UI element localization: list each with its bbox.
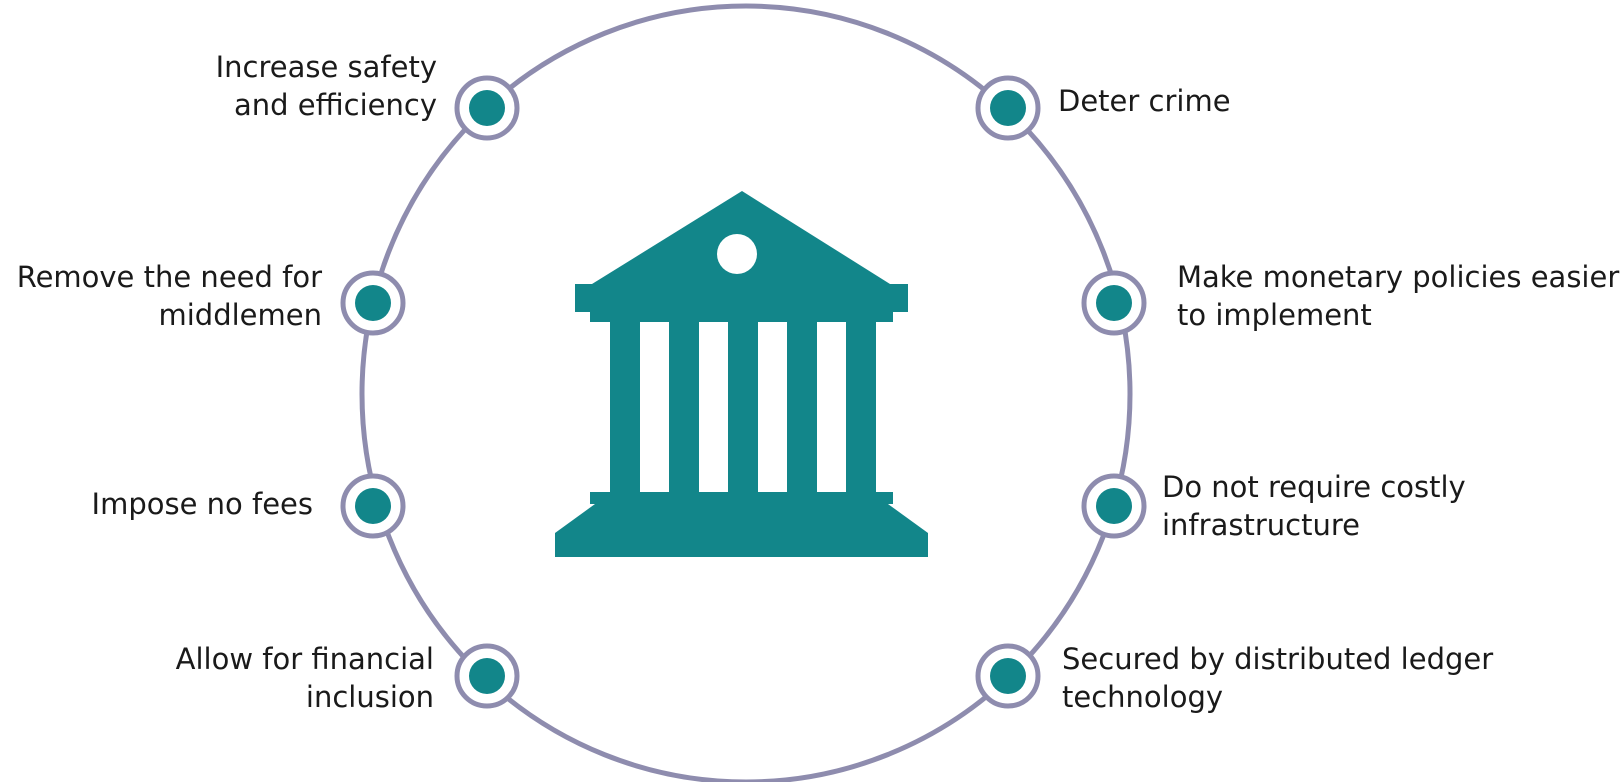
label-increase-safety: Increase safety and efficiency <box>216 48 437 124</box>
marker-monetary-policies <box>1081 270 1147 336</box>
outer-ring <box>359 3 1133 782</box>
label-line: Remove the need for <box>16 260 322 294</box>
label-distributed-ledger: Secured by distributed ledger technology <box>1062 640 1493 716</box>
marker-financial-inclusion <box>454 643 520 709</box>
marker-distributed-ledger <box>975 643 1041 709</box>
bank-building-icon <box>555 191 928 557</box>
label-line: Do not require costly <box>1162 470 1466 504</box>
marker-costly-infrastructure <box>1081 473 1147 539</box>
label-impose-no-fees: Impose no fees <box>92 485 313 523</box>
label-deter-crime: Deter crime <box>1058 82 1231 120</box>
label-line: Impose no fees <box>91 487 313 521</box>
marker-impose-no-fees <box>340 473 406 539</box>
label-line: Secured by distributed ledger <box>1062 642 1494 676</box>
label-line: Make monetary policies easier <box>1177 260 1620 294</box>
marker-remove-middlemen <box>340 270 406 336</box>
marker-deter-crime <box>975 75 1041 141</box>
label-monetary-policies: Make monetary policies easier to impleme… <box>1177 258 1619 334</box>
label-financial-inclusion: Allow for financial inclusion <box>176 640 434 716</box>
label-remove-middlemen: Remove the need for middlemen <box>17 258 322 334</box>
label-line: technology <box>1062 680 1224 714</box>
label-line: to implement <box>1177 298 1372 332</box>
label-line: Increase safety <box>215 50 437 84</box>
label-line: and efficiency <box>234 88 437 122</box>
label-line: inclusion <box>305 680 434 714</box>
label-line: Deter crime <box>1058 84 1231 118</box>
label-line: middlemen <box>158 298 323 332</box>
label-line: Allow for financial <box>175 642 434 676</box>
markers <box>340 75 1147 709</box>
label-line: infrastructure <box>1162 508 1360 542</box>
label-costly-infrastructure: Do not require costly infrastructure <box>1162 468 1466 544</box>
marker-increase-safety <box>454 75 520 141</box>
